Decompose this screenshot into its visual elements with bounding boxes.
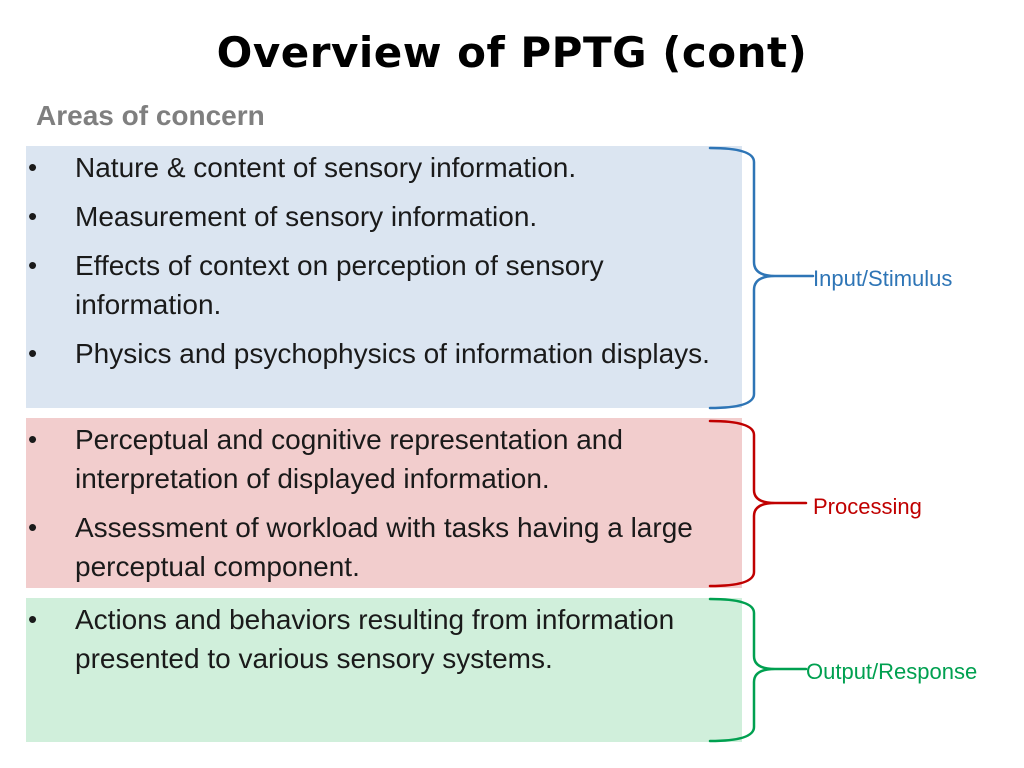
list-item: • Assessment of workload with tasks havin…: [26, 508, 742, 586]
output-brace-icon: [708, 597, 808, 743]
processing-items-list: • Perceptual and cognitive representation…: [26, 418, 742, 586]
page-title: Overview of PPTG (cont): [216, 28, 808, 77]
processing-brace-icon: [708, 419, 808, 588]
list-item-text: Effects of context on perception of sens…: [75, 250, 604, 320]
list-item: • Actions and behaviors resulting from in…: [26, 600, 742, 678]
list-item-text: Nature & content of sensory information.: [75, 152, 577, 183]
input-stimulus-label: Input/Stimulus: [813, 266, 953, 291]
bullet-icon: •: [28, 152, 38, 182]
bullet-icon: •: [28, 424, 38, 454]
list-item: • Physics and psychophysics of informatio…: [26, 334, 742, 373]
input-brace-icon: [708, 146, 815, 410]
list-item-text: Actions and behaviors resulting from inf…: [75, 604, 675, 674]
list-item-text: Physics and psychophysics of information…: [75, 338, 710, 369]
list-item: • Perceptual and cognitive representation…: [26, 420, 742, 498]
input-items-list: • Nature & content of sensory information…: [26, 146, 742, 373]
output-items-list: • Actions and behaviors resulting from in…: [26, 598, 742, 678]
list-item: • Effects of context on perception of sen…: [26, 246, 742, 324]
bullet-icon: •: [28, 250, 38, 280]
processing-label: Processing: [813, 494, 922, 519]
output-response-label: Output/Response: [806, 659, 978, 684]
output-group-box: • Actions and behaviors resulting from in…: [26, 598, 742, 742]
list-item-text: Assessment of workload with tasks having…: [75, 512, 693, 582]
section-subtitle: Areas of concern: [36, 100, 265, 131]
bullet-icon: •: [28, 338, 38, 368]
bullet-icon: •: [28, 201, 38, 231]
bullet-icon: •: [28, 604, 38, 634]
processing-group-box: • Perceptual and cognitive representation…: [26, 418, 742, 588]
input-group-box: • Nature & content of sensory information…: [26, 146, 742, 408]
list-item: • Measurement of sensory information.: [26, 197, 742, 236]
bullet-icon: •: [28, 512, 38, 542]
list-item-text: Measurement of sensory information.: [75, 201, 538, 232]
list-item-text: Perceptual and cognitive representation …: [75, 424, 623, 494]
list-item: • Nature & content of sensory information…: [26, 148, 742, 187]
